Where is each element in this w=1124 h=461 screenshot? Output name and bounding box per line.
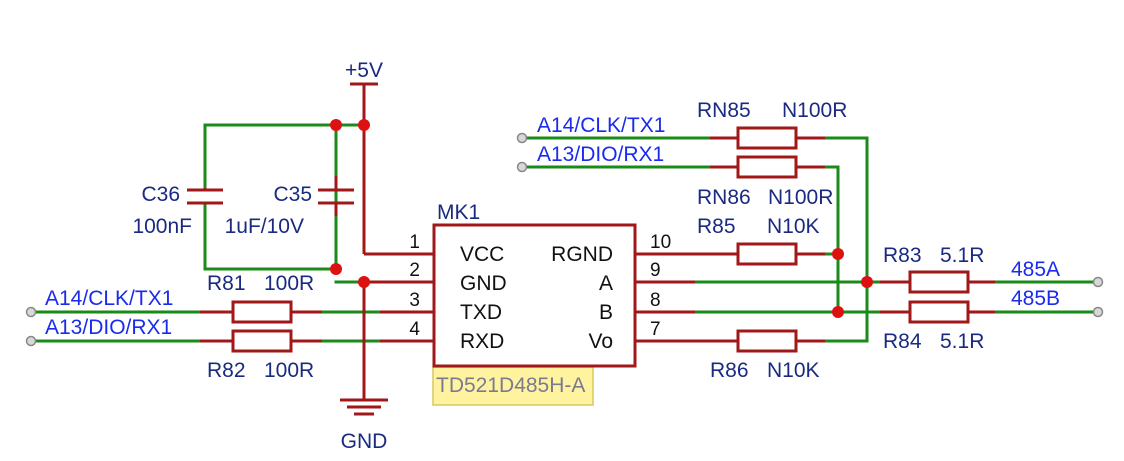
vcc-label: +5V	[345, 59, 383, 82]
chip-part-label: TD521D485H-A	[436, 374, 585, 397]
pin-number: 3	[409, 290, 420, 311]
pin-name: Vo	[588, 330, 613, 353]
res-rn86-value: N100R	[768, 186, 833, 209]
res-r86-value: N10K	[767, 359, 820, 382]
res-r85-ref: R85	[697, 215, 736, 238]
pin-name: RXD	[460, 330, 504, 353]
pin-number: 2	[409, 260, 420, 281]
pin-name: TXD	[460, 301, 502, 324]
pin-name: GND	[460, 272, 507, 295]
part-number-highlight	[432, 366, 594, 406]
net-label-485b: 485B	[1011, 287, 1060, 310]
resistor-rn86-body	[736, 155, 798, 179]
pin-name: VCC	[460, 243, 504, 266]
res-r85-value: N10K	[767, 215, 820, 238]
res-rn85-ref: RN85	[697, 99, 751, 122]
pin-number: 4	[409, 319, 420, 340]
pin-number: 7	[650, 319, 661, 340]
resistor-r86-body	[736, 329, 798, 353]
res-r81-value: 100R	[264, 272, 314, 295]
chip-body	[432, 223, 637, 368]
pin-number: 9	[650, 260, 661, 281]
res-rn86-ref: RN86	[697, 186, 751, 209]
cap-c36-ref: C36	[141, 183, 180, 206]
wires	[33, 123, 1100, 343]
pin-name: RGND	[551, 243, 613, 266]
res-r82-ref: R82	[207, 359, 246, 382]
resistor-r82-body	[231, 329, 293, 353]
cap-c35-ref: C35	[273, 183, 312, 206]
res-r82-value: 100R	[264, 359, 314, 382]
pin-number: 10	[650, 232, 671, 253]
res-r84-value: 5.1R	[940, 330, 984, 353]
resistor-r83-body	[908, 270, 970, 294]
resistor-r81-body	[231, 300, 293, 324]
gnd-label: GND	[341, 430, 388, 453]
resistor-r85-body	[736, 242, 798, 266]
pin-name: B	[599, 301, 613, 324]
net-label-left-tx: A14/CLK/TX1	[45, 287, 173, 310]
pin-number: 8	[650, 290, 661, 311]
net-label-485a: 485A	[1011, 258, 1060, 281]
resistor-r84-body	[908, 300, 970, 324]
res-r86-ref: R86	[710, 359, 749, 382]
pin-name: A	[599, 272, 613, 295]
net-terminals	[25, 132, 1104, 347]
res-r83-value: 5.1R	[940, 244, 984, 267]
net-label-top-tx: A14/CLK/TX1	[537, 114, 665, 137]
res-rn85-value: N100R	[782, 99, 847, 122]
net-label-left-rx: A13/DIO/RX1	[45, 316, 172, 339]
res-r84-ref: R84	[883, 330, 922, 353]
chip-ref-label: MK1	[437, 201, 480, 224]
res-r83-ref: R83	[883, 244, 922, 267]
cap-c35-value: 1uF/10V	[225, 215, 304, 238]
resistor-rn85-body	[736, 126, 798, 150]
pin-number: 1	[409, 232, 420, 253]
junction-dots	[330, 119, 873, 318]
res-r81-ref: R81	[207, 272, 246, 295]
net-label-top-rx: A13/DIO/RX1	[537, 143, 664, 166]
cap-c36-value: 100nF	[132, 215, 192, 238]
